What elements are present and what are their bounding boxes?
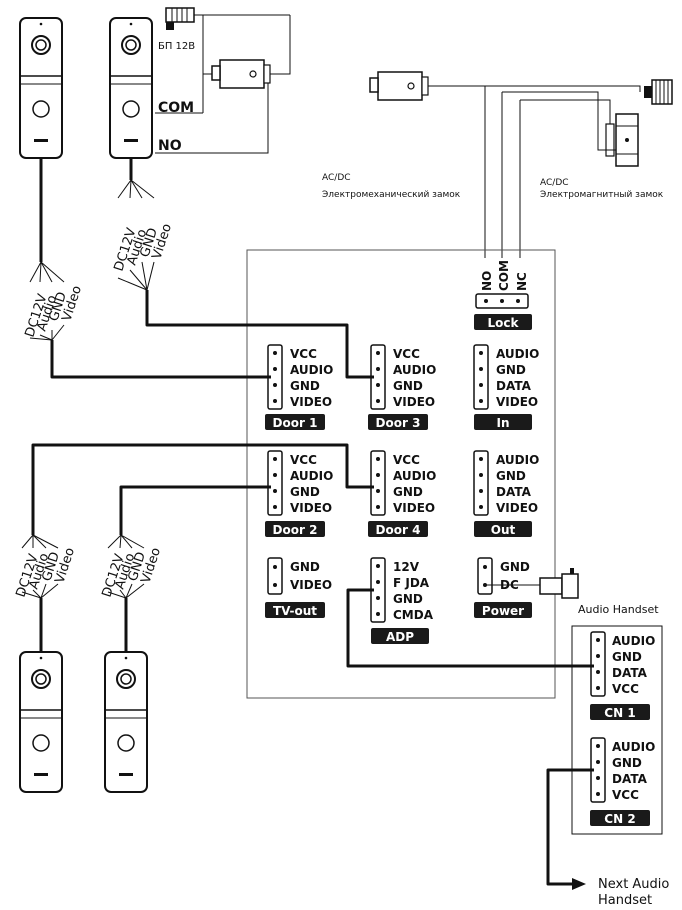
out-pin-0: AUDIO — [496, 453, 539, 467]
cn1-label: CN 1 — [604, 706, 635, 720]
door1-wire-fan: DC12V Audio GND Video — [23, 261, 85, 341]
door2-terminal: VCC AUDIO GND VIDEO Door 2 — [265, 450, 333, 537]
power-terminal: GND DC Power — [474, 557, 532, 618]
cn2-pin-1: GND — [612, 756, 642, 770]
out-terminal: AUDIO GND DATA VIDEO Out — [473, 450, 539, 537]
psu-label: БП 12В — [158, 41, 195, 52]
door4-pin-0: VCC — [393, 453, 420, 467]
lock-pin-com: COM — [497, 260, 511, 291]
cn2-pin-0: AUDIO — [612, 740, 655, 754]
adp-pin-2: GND — [393, 592, 423, 606]
audio-handset-title: Audio Handset — [578, 603, 659, 616]
out-pin-2: DATA — [496, 485, 532, 499]
door2-pin-1: AUDIO — [290, 469, 333, 483]
arrow-icon — [572, 878, 586, 890]
door3-label: Door 3 — [376, 416, 421, 430]
door4-label: Door 4 — [376, 523, 421, 537]
em-lock-name: Электромеханический замок — [322, 190, 461, 200]
power-pin-0: GND — [500, 560, 530, 574]
next-handset-line2: Handset — [598, 893, 652, 908]
lock-terminal: NO COM NC Lock — [474, 260, 532, 330]
cn2-pin-3: VCC — [612, 788, 639, 802]
audio-handset-box — [571, 625, 663, 835]
door1-label: Door 1 — [273, 416, 318, 430]
in-pin-1: GND — [496, 363, 526, 377]
door-station-1-icon — [19, 17, 63, 159]
cn2-pin-2: DATA — [612, 772, 648, 786]
tvout-pin-0: GND — [290, 560, 320, 574]
out-label: Out — [491, 523, 516, 537]
cn2-label: CN 2 — [604, 812, 635, 826]
out-pin-1: GND — [496, 469, 526, 483]
door4-pin-2: GND — [393, 485, 423, 499]
adp-pin-0: 12V — [393, 560, 420, 574]
door4-terminal: VCC AUDIO GND VIDEO Door 4 — [368, 450, 436, 537]
lock-pin-no: NO — [480, 271, 494, 291]
door2-pin-3: VIDEO — [290, 501, 332, 515]
cn1-pin-1: GND — [612, 650, 642, 664]
in-pin-0: AUDIO — [496, 347, 539, 361]
in-pin-2: DATA — [496, 379, 532, 393]
door1-pin-3: VIDEO — [290, 395, 332, 409]
psu-plug-icon — [165, 7, 290, 30]
cn1-terminal: AUDIO GND DATA VCC CN 1 — [590, 631, 655, 720]
door3-pin-0: VCC — [393, 347, 420, 361]
door2-pin-0: VCC — [290, 453, 317, 467]
adp-pin-1: F JDA — [393, 576, 430, 590]
door1-terminal: VCC AUDIO GND VIDEO Door 1 — [265, 344, 333, 430]
com-terminal-label: COM — [158, 100, 194, 116]
adp-pin-3: CMDA — [393, 608, 434, 622]
tvout-pin-1: VIDEO — [290, 578, 332, 592]
no-terminal-label: NO — [158, 138, 182, 154]
door3-pin-2: GND — [393, 379, 423, 393]
adp-label: ADP — [386, 630, 414, 644]
lock-label: Lock — [488, 316, 520, 330]
electromagnetic-lock-icon — [605, 113, 639, 167]
door4-pin-1: AUDIO — [393, 469, 436, 483]
door1-pin-2: GND — [290, 379, 320, 393]
tvout-terminal: GND VIDEO TV-out — [265, 557, 332, 618]
lock-pin-nc: NC — [515, 272, 529, 291]
mag-lock-name: Электромагнитный замок — [540, 190, 664, 200]
door3-wire-fan: DC12V Audio GND Video — [112, 179, 175, 291]
door2-pin-2: GND — [290, 485, 320, 499]
door2-label: Door 2 — [273, 523, 318, 537]
door-station-3-icon — [109, 17, 153, 159]
cn2-terminal: AUDIO GND DATA VCC CN 2 — [590, 737, 655, 826]
door-station-4-icon — [104, 651, 148, 793]
monitor-panel — [246, 249, 556, 699]
cn1-pin-3: VCC — [612, 682, 639, 696]
electromechanical-lock-icon-1 — [211, 59, 271, 89]
door4-wire-fan: DC12V Audio GND Video — [100, 534, 164, 599]
tvout-label: TV-out — [273, 604, 317, 618]
door4-pin-3: VIDEO — [393, 501, 435, 515]
cn1-pin-2: DATA — [612, 666, 648, 680]
power-adapter-icon — [485, 568, 579, 599]
mag-lock-type: AC/DC — [540, 178, 569, 188]
electromechanical-lock-icon-2 — [369, 71, 429, 101]
door3-terminal: VCC AUDIO GND VIDEO Door 3 — [368, 344, 436, 430]
cn1-pin-0: AUDIO — [612, 634, 655, 648]
door3-pin-1: AUDIO — [393, 363, 436, 377]
power-plug-icon-right — [644, 79, 673, 105]
out-pin-3: VIDEO — [496, 501, 538, 515]
door1-pin-0: VCC — [290, 347, 317, 361]
door-station-2-icon — [19, 651, 63, 793]
power-label: Power — [482, 604, 524, 618]
door2-wire-fan: DC12V Audio GND Video — [14, 534, 78, 599]
em-lock-type: AC/DC — [322, 173, 351, 183]
adp-terminal: 12V F JDA GND CMDA ADP — [370, 557, 434, 644]
door3-pin-3: VIDEO — [393, 395, 435, 409]
in-label: In — [496, 416, 509, 430]
door1-pin-1: AUDIO — [290, 363, 333, 377]
in-terminal: AUDIO GND DATA VIDEO In — [473, 344, 539, 430]
next-handset-line1: Next Audio — [598, 877, 669, 892]
in-pin-3: VIDEO — [496, 395, 538, 409]
